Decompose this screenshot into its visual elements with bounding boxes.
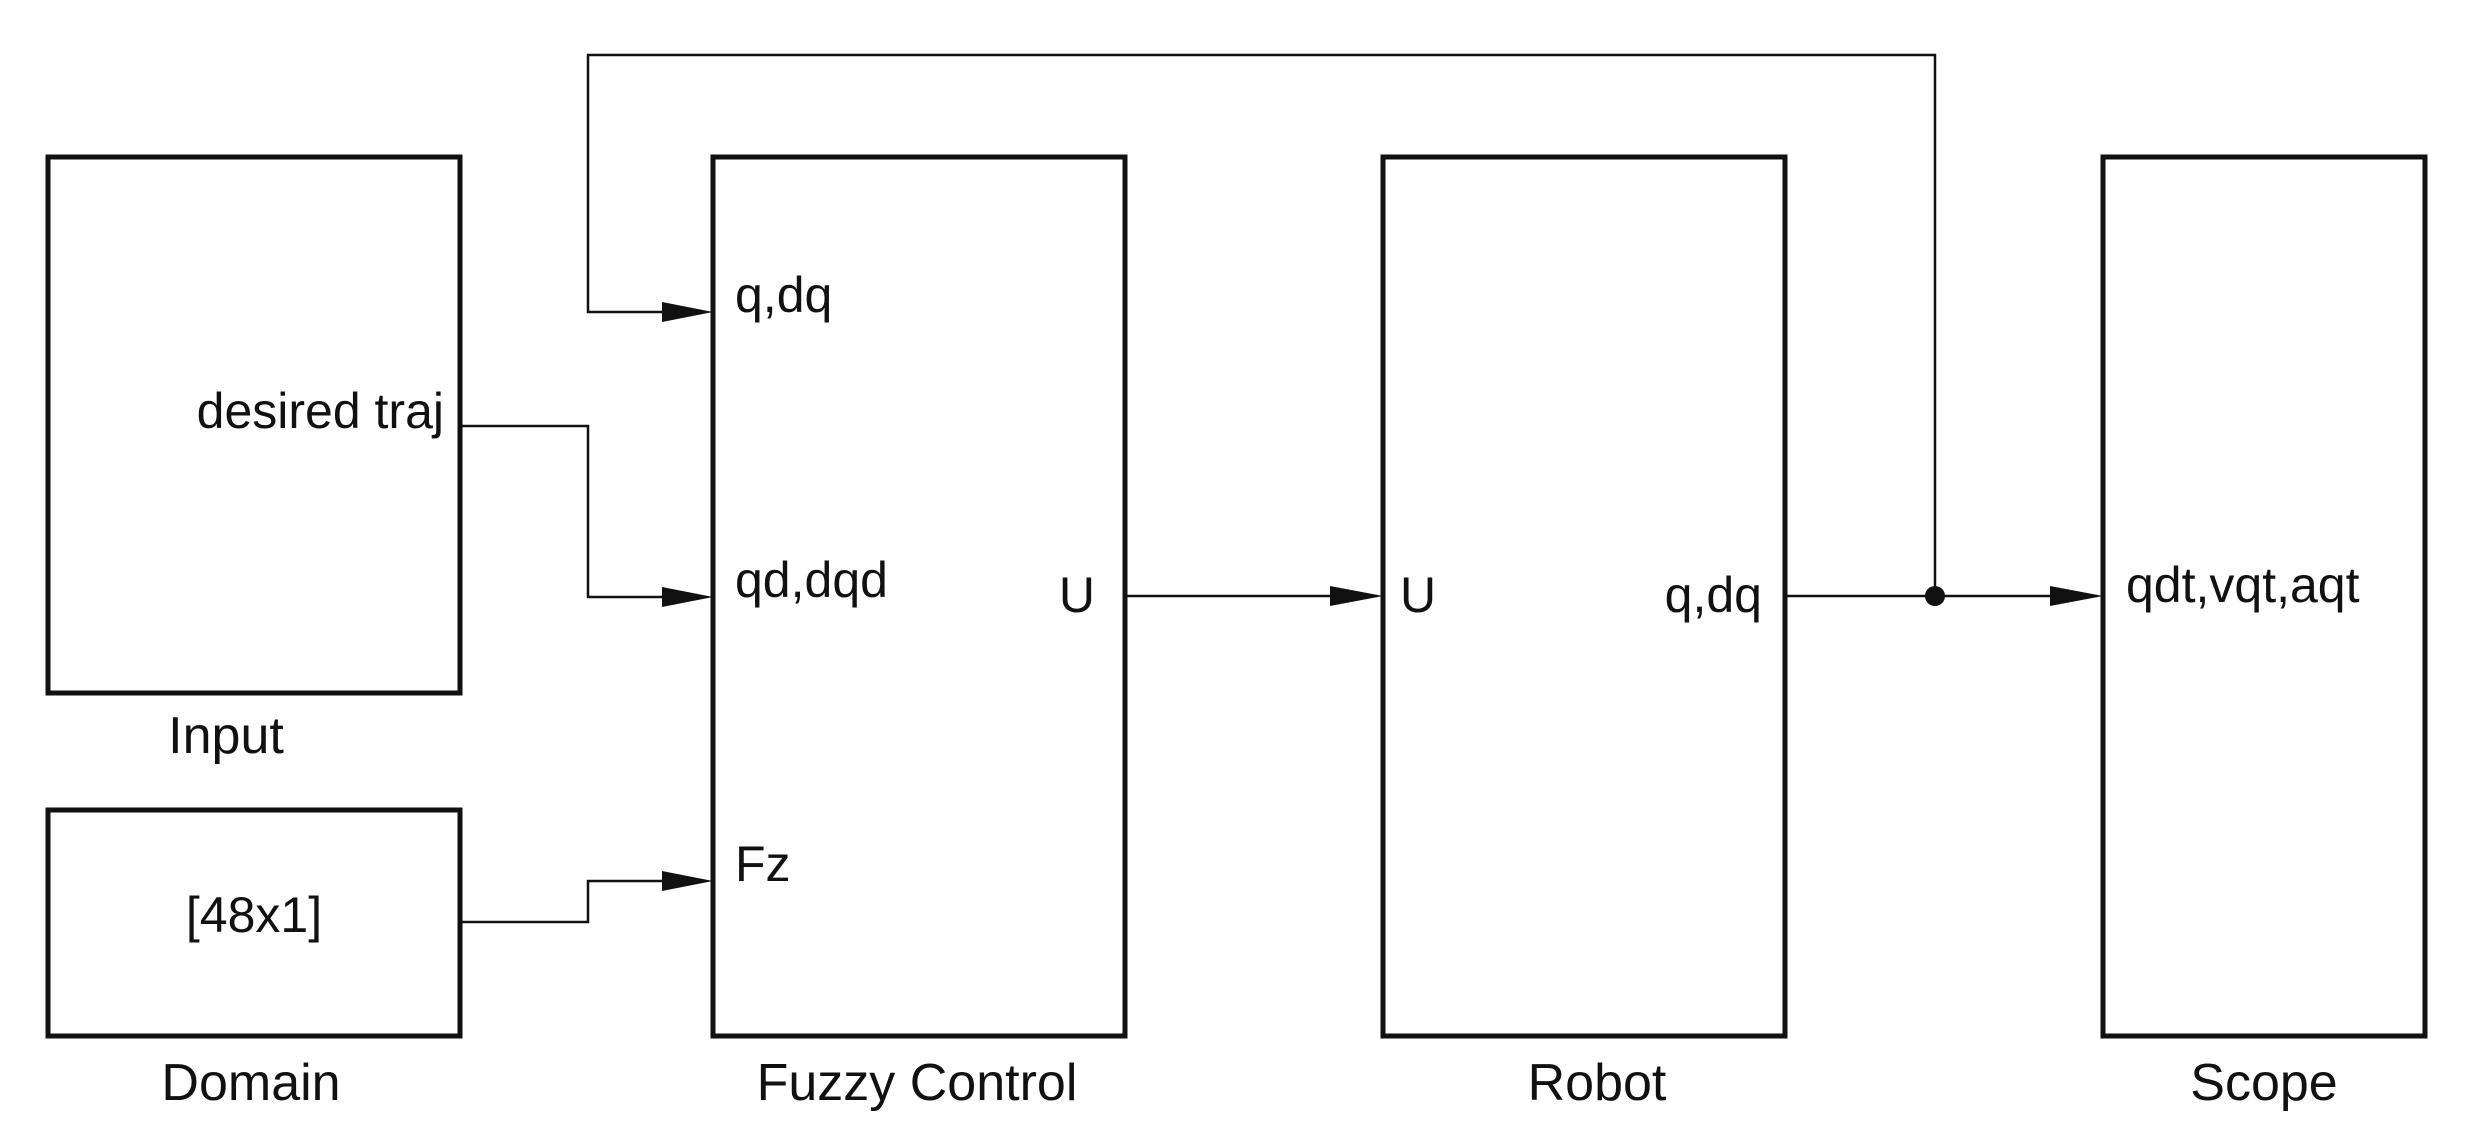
scope-caption: Scope bbox=[2190, 1054, 2337, 1112]
fuzzy-control-caption: Fuzzy Control bbox=[757, 1054, 1078, 1112]
robot-caption: Robot bbox=[1528, 1054, 1667, 1112]
branch-junction-dot bbox=[1925, 586, 1945, 606]
desired-traj-line bbox=[460, 424, 662, 599]
feedback-arrowhead bbox=[662, 302, 713, 322]
fuzzy-input-port-fz: Fz bbox=[735, 836, 791, 892]
fuzzy-input-port-qd-dqd: qd,dqd bbox=[735, 552, 888, 608]
domain-arrowhead bbox=[662, 871, 713, 891]
scope-block[interactable] bbox=[2100, 154, 2428, 1039]
domain-line bbox=[460, 879, 662, 924]
fuzzy-output-port-u: U bbox=[1059, 567, 1095, 623]
scope-input-port-label: qdt,vqt,aqt bbox=[2126, 557, 2360, 613]
feedback-line bbox=[586, 53, 1937, 596]
domain-value-label: [48x1] bbox=[186, 887, 322, 943]
scope-arrowhead bbox=[2050, 586, 2103, 606]
domain-caption: Domain bbox=[161, 1054, 340, 1112]
fuzzy-input-port-q-dq: q,dq bbox=[735, 267, 832, 323]
robot-output-port-q-dq: q,dq bbox=[1665, 567, 1762, 623]
input-caption: Input bbox=[168, 707, 284, 765]
robot-input-port-u: U bbox=[1400, 567, 1436, 623]
input-output-port-label: desired traj bbox=[197, 383, 444, 439]
control-signal-arrowhead bbox=[1330, 586, 1383, 606]
desired-traj-arrowhead bbox=[662, 587, 713, 607]
